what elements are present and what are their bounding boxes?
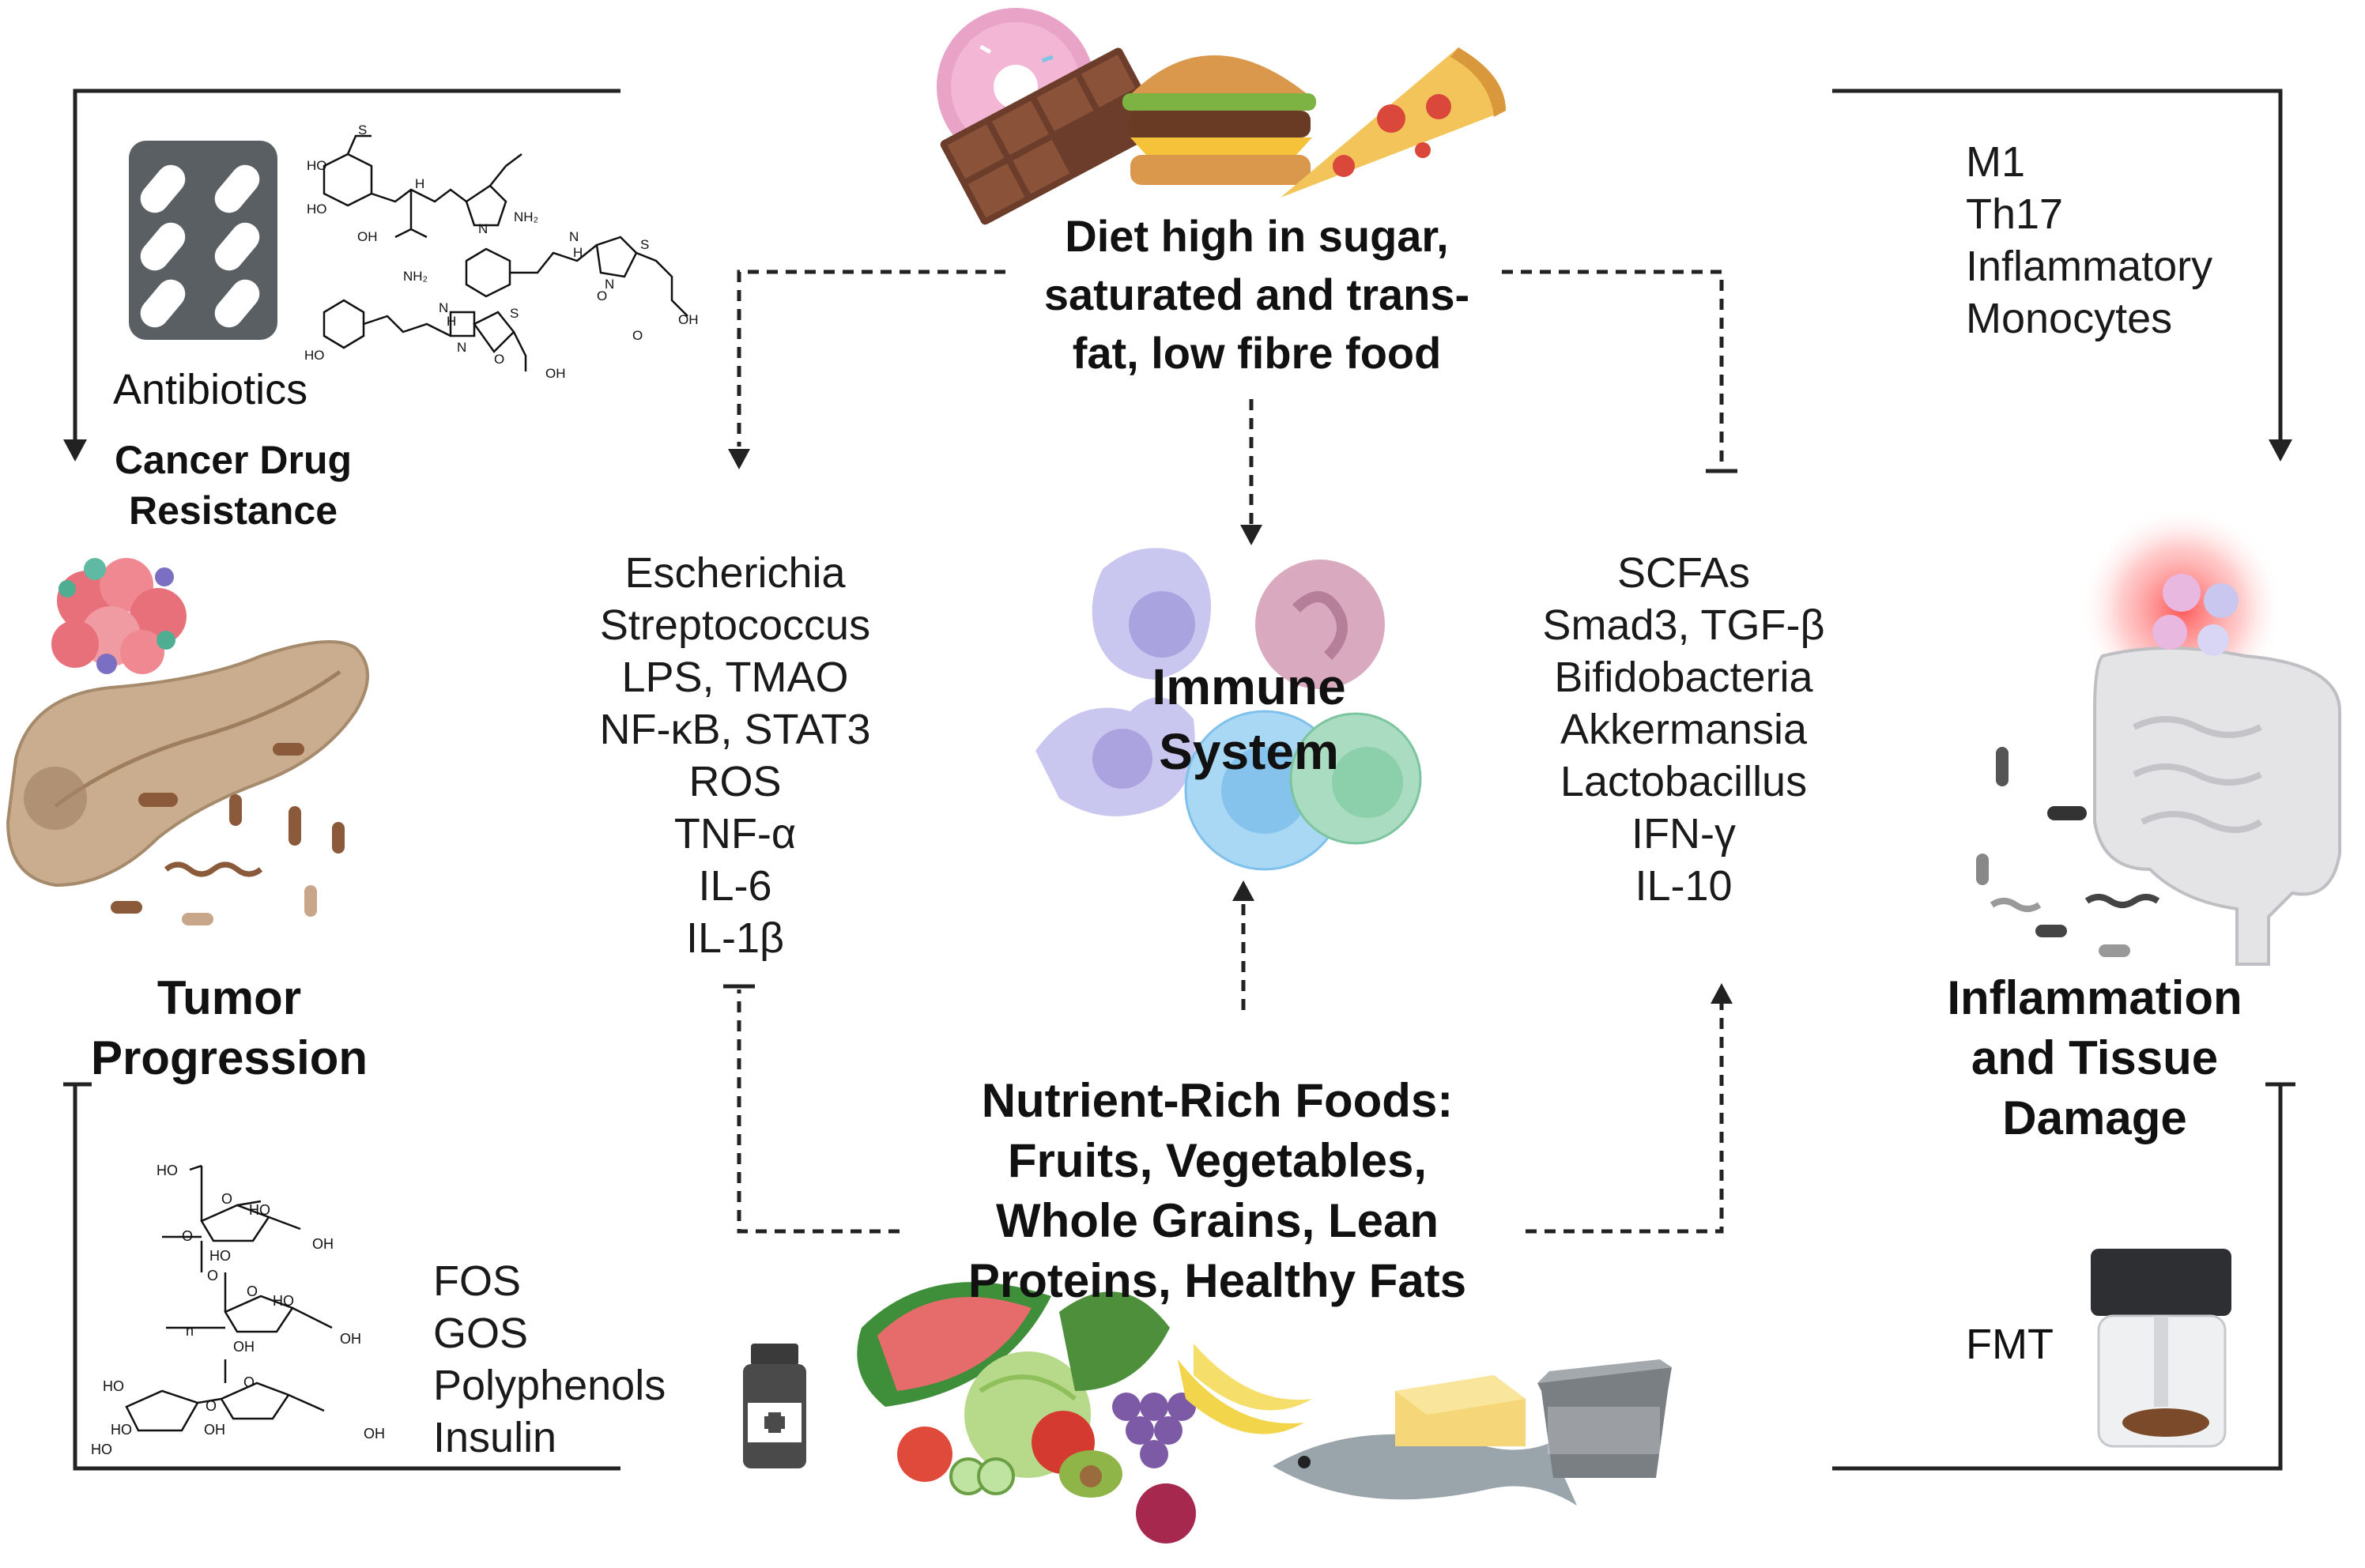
tumor-cluster-icon <box>51 558 187 674</box>
watermelon-icon <box>857 1282 1051 1407</box>
svg-text:N: N <box>478 221 488 236</box>
unhealthy-foods-illustration <box>937 8 1506 225</box>
saccharide-structure-labels: HO O HO O OH O HO OH n O OH HO HO HO O H… <box>91 1163 385 1457</box>
dashed-nutrients-to-pathogens <box>737 989 900 1234</box>
tumor-progression-label: Tumor Progression <box>90 971 368 1084</box>
cheese-icon <box>1395 1375 1526 1446</box>
pancreas-icon <box>6 640 369 888</box>
svg-text:OH: OH <box>312 1236 334 1252</box>
stool-sample-jar-icon <box>2091 1249 2231 1448</box>
immune-cell-types-list: M1 Th17 Inflammatory Monocytes <box>1966 138 2213 342</box>
pizza-icon <box>1281 47 1506 198</box>
svg-text:N: N <box>457 340 466 355</box>
healthy-foods-illustration <box>743 1282 1672 1544</box>
banana-icon <box>1178 1344 1312 1434</box>
svg-text:HO: HO <box>273 1293 294 1309</box>
antibiotics-label: Antibiotics <box>113 366 308 413</box>
svg-text:OH: OH <box>545 366 566 381</box>
fish-icon <box>1273 1430 1577 1506</box>
svg-text:O: O <box>494 352 504 367</box>
svg-text:OH: OH <box>357 229 378 244</box>
svg-text:OH: OH <box>364 1426 385 1442</box>
svg-text:HO: HO <box>307 202 327 217</box>
svg-text:HO: HO <box>249 1202 270 1218</box>
leafy-greens-icon <box>1059 1291 1170 1391</box>
medicine-bottle-icon <box>743 1344 806 1468</box>
svg-text:HO: HO <box>157 1163 178 1178</box>
svg-text:OH: OH <box>678 312 699 327</box>
cucumber-icon <box>949 1457 1015 1495</box>
svg-text:H: H <box>415 176 424 191</box>
svg-text:N: N <box>605 277 614 292</box>
connector-top-right <box>1832 89 2283 443</box>
svg-text:NH₂: NH₂ <box>403 269 428 284</box>
dashed-diet-to-beneficial <box>1502 270 1724 466</box>
svg-text:H: H <box>573 245 583 260</box>
nutrient-rich-foods-label: Nutrient-Rich Foods: Fruits, Vegetables,… <box>968 1074 1467 1307</box>
antibiotic-structure-labels: S HO HO OH N H NH₂ N H S N O OH O NH₂ N … <box>304 122 699 381</box>
avocado-icon <box>1059 1450 1122 1498</box>
diet-high-sugar-label: Diet high in sugar, saturated and trans-… <box>1043 211 1470 378</box>
svg-text:O: O <box>221 1191 232 1207</box>
svg-text:O: O <box>182 1228 193 1244</box>
svg-text:S: S <box>510 306 519 321</box>
immune-cells-illustration <box>1035 548 1422 871</box>
prebiotics-list: FOS GOS Polyphenols Insulin <box>433 1257 666 1461</box>
bacteria-icon <box>111 743 345 925</box>
svg-text:n: n <box>186 1323 194 1339</box>
svg-text:H: H <box>447 314 456 329</box>
svg-text:S: S <box>358 122 367 138</box>
dashed-connectors <box>737 270 1724 1234</box>
cancer-drug-resistance-label: Cancer Drug Resistance <box>114 438 353 533</box>
pathogenic-factors-list: Escherichia Streptococcus LPS, TMAO NF-κ… <box>599 549 871 962</box>
antibiotic-structure <box>322 134 688 371</box>
yogurt-icon <box>1537 1359 1672 1478</box>
svg-text:HO: HO <box>103 1378 124 1394</box>
svg-text:HO: HO <box>91 1442 112 1457</box>
dashed-nutrients-to-beneficial <box>1526 1002 1724 1234</box>
burger-icon <box>1122 55 1316 185</box>
inflammation-label: Inflammation and Tissue Damage <box>1947 971 2242 1144</box>
beet-icon <box>1136 1483 1196 1544</box>
immune-system-label: Immune System <box>1152 658 1346 780</box>
chocolate-icon <box>940 47 1164 225</box>
connector-bottom-left <box>73 1084 620 1471</box>
intestine-icon <box>2079 506 2341 966</box>
svg-text:S: S <box>640 237 649 252</box>
svg-text:HO: HO <box>209 1248 231 1264</box>
svg-text:N: N <box>439 300 448 315</box>
frame-connectors <box>63 89 2295 1471</box>
fmt-label: FMT <box>1966 1321 2054 1368</box>
svg-text:HO: HO <box>307 158 327 173</box>
svg-text:O: O <box>247 1283 258 1299</box>
dashed-arrowheads <box>723 449 1737 1004</box>
gut-bacteria-icon <box>1976 747 2160 957</box>
svg-text:O: O <box>206 1398 217 1414</box>
beneficial-factors-list: SCFAs Smad3, TGF-β Bifidobacteria Akkerm… <box>1542 549 1825 910</box>
saccharide-structure <box>125 1164 333 1432</box>
svg-text:OH: OH <box>233 1339 255 1355</box>
svg-text:O: O <box>597 288 607 303</box>
svg-text:O: O <box>632 328 643 343</box>
grapes-icon <box>1112 1393 1196 1468</box>
connector-bottom-right <box>1832 1084 2283 1471</box>
dashed-diet-to-pathogens <box>737 270 1005 447</box>
svg-text:O: O <box>207 1268 218 1283</box>
svg-text:OH: OH <box>340 1331 361 1347</box>
svg-text:N: N <box>569 229 579 244</box>
svg-text:HO: HO <box>111 1422 132 1438</box>
pill-pack-icon <box>129 141 277 340</box>
svg-text:NH₂: NH₂ <box>514 209 538 224</box>
svg-text:O: O <box>243 1374 255 1390</box>
svg-text:HO: HO <box>304 348 325 363</box>
svg-text:OH: OH <box>204 1422 225 1438</box>
connector-top-left <box>73 89 620 443</box>
